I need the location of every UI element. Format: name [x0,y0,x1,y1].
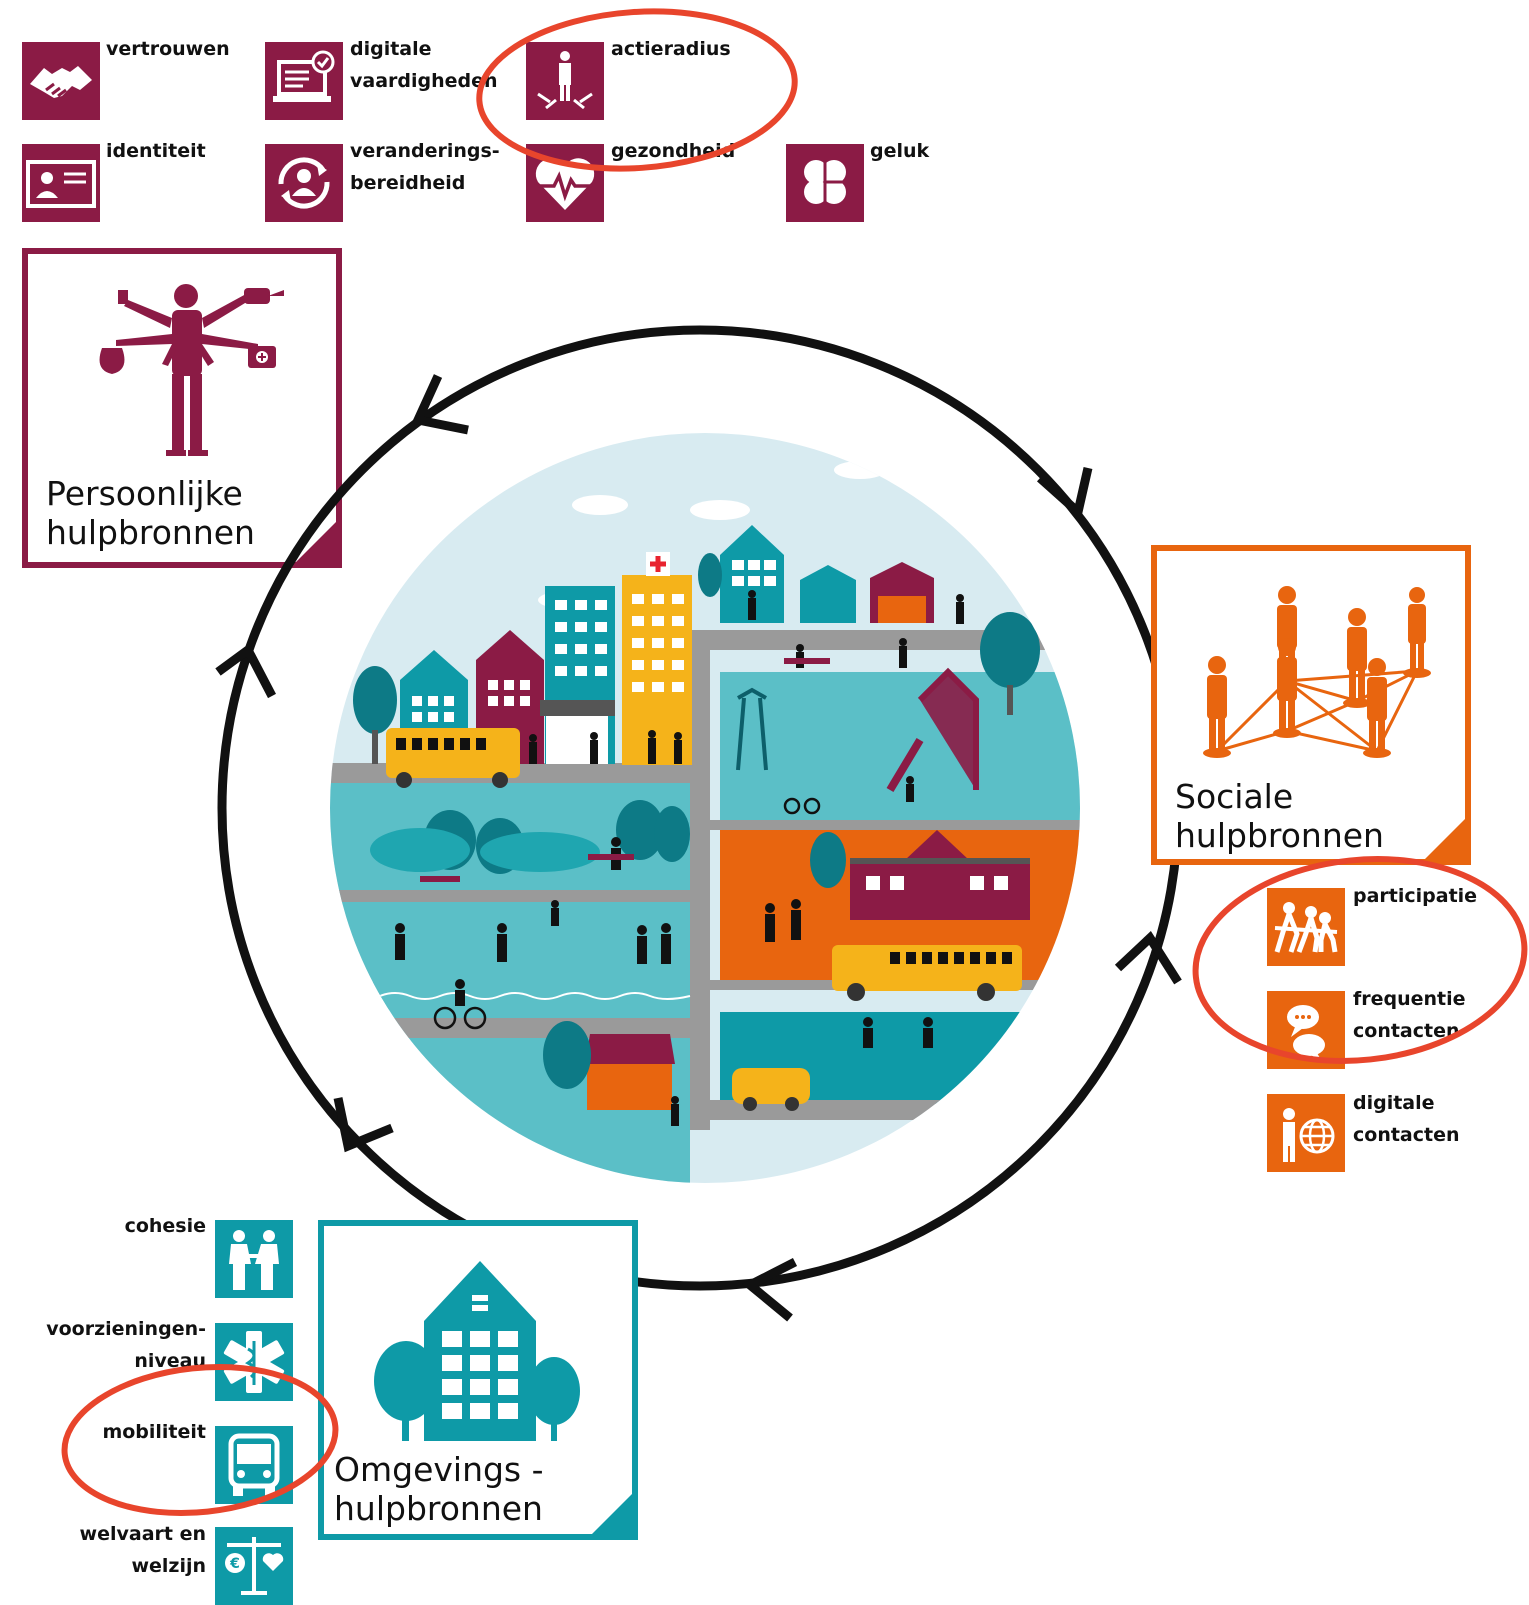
bus-icon [215,1426,293,1504]
speech-bubbles-icon [1267,991,1345,1069]
arrow-head-bottom [741,1257,798,1322]
label-identiteit: identiteit [106,140,206,162]
label-participatie: participatie [1353,885,1478,907]
person-globe-icon [1267,1094,1345,1172]
handshake-icon [22,42,100,120]
arrow-head-top-left [411,374,469,435]
label-mobiliteit: mobiliteit [102,1421,206,1443]
label-cohesie: cohesie [124,1215,206,1237]
arrow-head-left [215,643,276,699]
two-people-icon [215,1220,293,1298]
tug-of-war-icon [1267,888,1345,966]
laptop-check-icon [265,42,343,120]
arrow-head-bottom-left [333,1097,394,1153]
label-voorzieningenniveau: voorzieningen-niveau [46,1318,206,1372]
label-geluk: geluk [870,140,930,162]
multitasking-person-icon [99,284,284,456]
city-illustration [330,433,1080,1183]
label-veranderingsbereidheid: veranderings-bereidheid [350,140,500,194]
svg-text:€: € [229,1556,240,1572]
label-vertrouwen: vertrouwen [106,38,230,60]
house-trees-icon [374,1261,580,1441]
star-of-life-icon [215,1323,293,1401]
scales-icon: € [215,1527,293,1605]
arrow-head-top-right [1036,467,1093,521]
box-corner [592,1494,632,1534]
box-corner [1425,819,1465,859]
id-card-icon [22,144,100,222]
person-cycle-icon [265,144,343,222]
environment-resources-box: Omgevings -hulpbronnen [318,1220,638,1540]
arrow-head-right [1114,931,1182,985]
social-network-icon [1203,586,1431,758]
environment-title: Omgevings -hulpbronnen [334,1450,544,1528]
clover-icon [786,144,864,222]
